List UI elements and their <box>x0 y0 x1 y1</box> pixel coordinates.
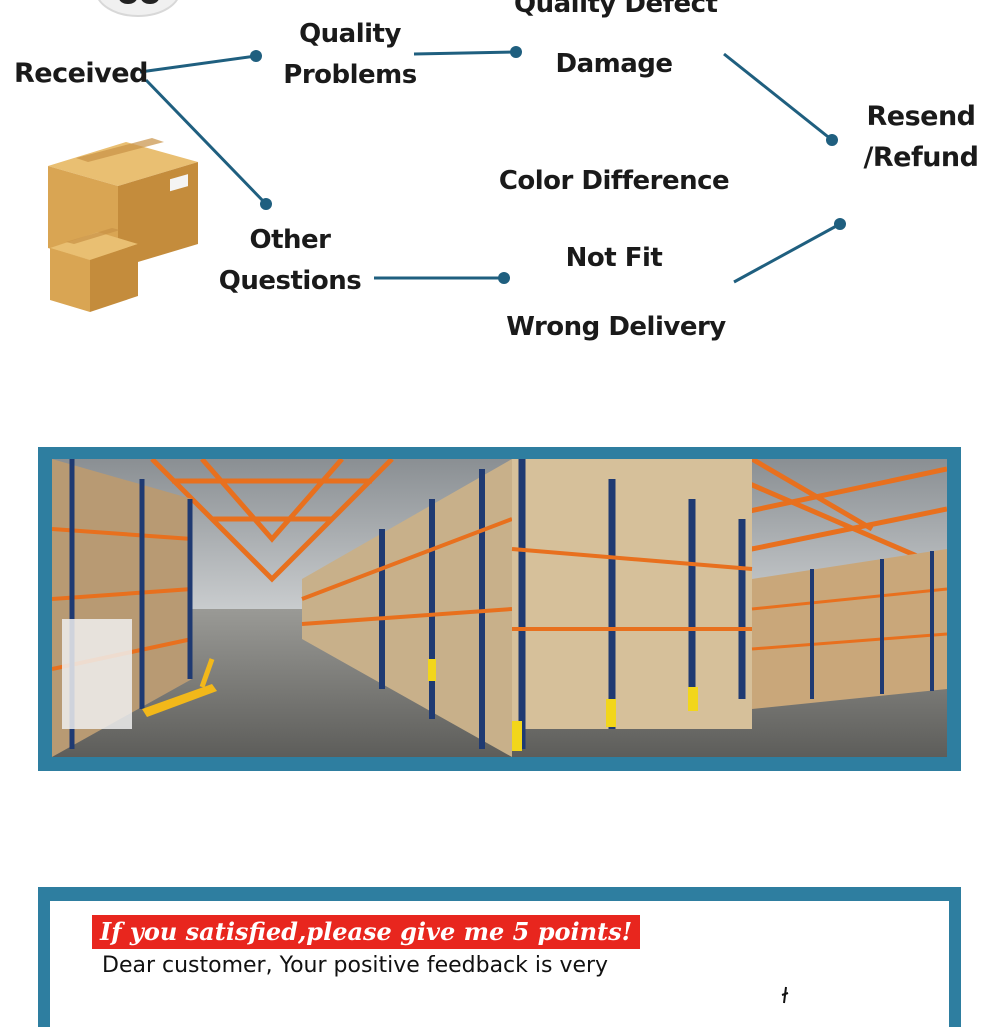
resend-refund-label: Resend /Refund <box>863 101 979 173</box>
connector-received-other <box>144 78 268 206</box>
connector-dot <box>250 50 262 62</box>
received-label: Received <box>14 58 148 89</box>
connector-damage-resend <box>723 52 833 142</box>
connector-dot <box>260 198 272 210</box>
pen-icon <box>781 986 789 1004</box>
connector-wrongdelivery-resend <box>733 222 841 284</box>
connector-dot <box>834 218 846 230</box>
connector-received-quality <box>139 54 257 74</box>
warehouse-illustration <box>52 459 947 757</box>
feedback-message: Dear customer, Your positive feedback is… <box>102 953 609 978</box>
feedback-banner: If you satisfied,please give me 5 points… <box>92 915 641 949</box>
connector-quality-defects <box>413 50 517 56</box>
flow-connectors <box>139 46 846 284</box>
warehouse-banner <box>38 447 961 771</box>
connector-dot <box>498 272 510 284</box>
wrong-delivery-label: Wrong Delivery <box>506 312 726 342</box>
face-icon <box>98 0 178 17</box>
quality-problems-label: Quality Problems <box>283 19 417 90</box>
feedback-panel: If you satisfied,please give me 5 points… <box>50 901 949 1031</box>
not-fit-label: Not Fit <box>565 243 663 273</box>
cardboard-boxes-icon <box>48 138 198 312</box>
connector-dot <box>826 134 838 146</box>
damage-label: Damage <box>555 49 673 79</box>
feedback-box: If you satisfied,please give me 5 points… <box>38 887 961 1031</box>
color-difference-label: Color Difference <box>498 166 730 196</box>
connector-dot <box>510 46 522 58</box>
other-questions-label: Other Questions <box>218 225 362 296</box>
pallet-jack-icon <box>142 658 217 717</box>
warehouse-photo <box>52 459 947 757</box>
quality-defect-label: Quality Defect <box>514 0 718 19</box>
